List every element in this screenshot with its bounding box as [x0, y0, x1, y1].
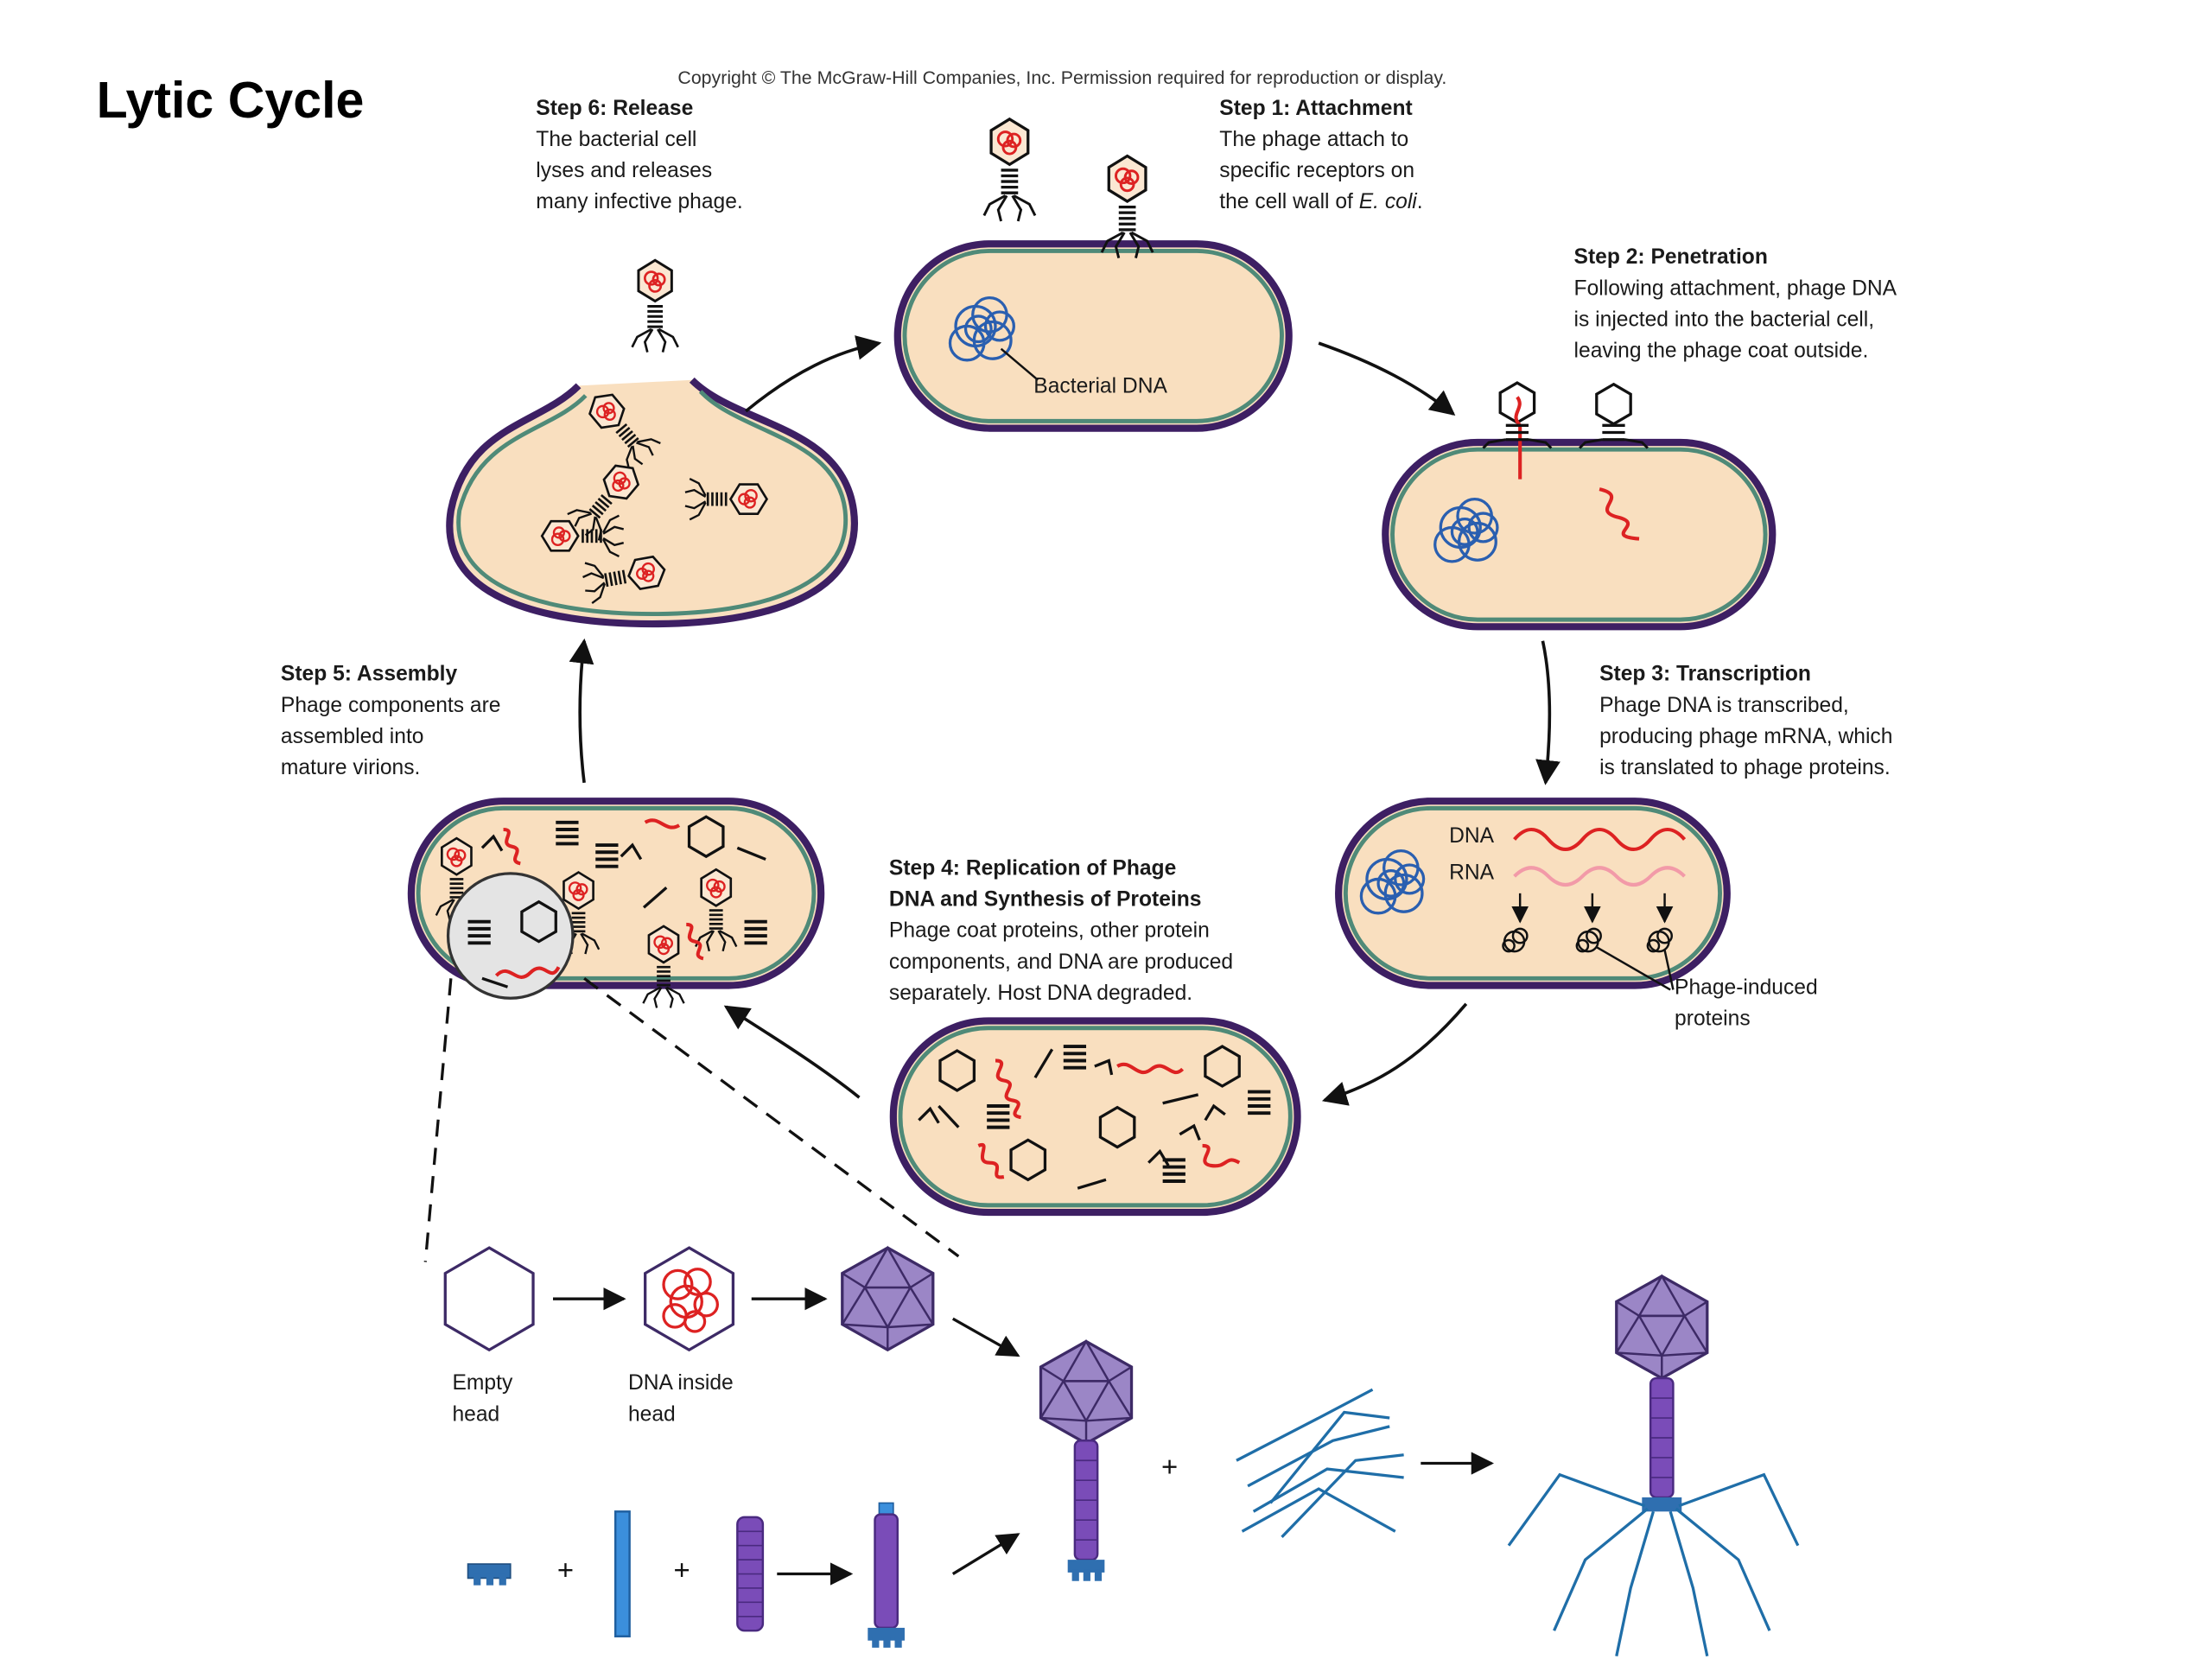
core-tube-part	[613, 1510, 631, 1637]
plus-sign: +	[673, 1555, 690, 1587]
plus-sign: +	[556, 1555, 575, 1587]
step-3-title: Step 3: Transcription	[1599, 662, 1811, 687]
step-5-line: assembled into	[280, 724, 424, 749]
step-5-line: Phage components are	[280, 693, 501, 718]
step-3-caption: Step 3: Transcription Phage DNA is trans…	[1599, 659, 1892, 784]
step-5-caption: Step 5: Assembly Phage components are as…	[281, 659, 501, 784]
step-1-line-last: the cell wall of E. coli.	[1219, 188, 1422, 219]
step-4-line: Phage coat proteins, other protein	[888, 918, 1210, 944]
step-6-caption: Step 6: Release The bacterial cell lyses…	[536, 93, 742, 218]
ecoli-term: E. coli	[1358, 189, 1417, 214]
step-1-line: The phage attach to	[1219, 127, 1409, 152]
step-1-line: the cell wall of	[1219, 189, 1359, 214]
phage-proteins-label-line: proteins	[1675, 1007, 1751, 1032]
cycle-arrows	[569, 335, 1560, 1106]
assembly-pathway	[443, 1246, 1800, 1657]
cell-attachment	[893, 118, 1293, 432]
empty-head-label-line: head	[452, 1402, 500, 1427]
sheath-part	[736, 1516, 765, 1632]
step-5-line: mature virions.	[280, 755, 421, 780]
copyright-notice: Copyright © The McGraw-Hill Companies, I…	[677, 67, 1447, 88]
step-2-line: Following attachment, phage DNA	[1573, 276, 1897, 301]
mature-capsid-icon	[841, 1246, 935, 1351]
step-4-title-line2: DNA and Synthesis of Proteins	[888, 887, 1202, 912]
rna-label: RNA	[1449, 861, 1495, 886]
complete-phage	[1507, 1274, 1800, 1657]
step-2-caption: Step 2: Penetration Following attachment…	[1574, 243, 1897, 367]
dna-head-label-line: head	[627, 1402, 676, 1427]
step-3-line: is translated to phage proteins.	[1599, 755, 1891, 780]
step-1-caption: Step 1: Attachment The phage attach to s…	[1219, 93, 1422, 218]
cell-penetration	[1382, 381, 1777, 631]
dna-head-label: DNA inside head	[628, 1369, 734, 1431]
dna-head-label-line: DNA inside	[627, 1370, 734, 1395]
step-2-title: Step 2: Penetration	[1573, 245, 1768, 270]
step-6-title: Step 6: Release	[536, 96, 694, 121]
step-6-line: many infective phage.	[536, 189, 743, 214]
phage-proteins-label-line: Phage-induced	[1675, 976, 1818, 1000]
baseplate-part	[467, 1563, 512, 1586]
dna-inside-head-shape	[644, 1246, 735, 1352]
step-3-line: producing phage mRNA, which	[1599, 724, 1893, 749]
step-4-line: separately. Host DNA degraded.	[888, 981, 1193, 1006]
step-4-line: components, and DNA are produced	[888, 950, 1234, 975]
empty-head-shape	[443, 1246, 535, 1352]
step-2-line: is injected into the bacterial cell,	[1573, 308, 1875, 333]
assembled-tail-part	[868, 1502, 905, 1648]
phage-proteins-label: Phage-induced proteins	[1675, 973, 1818, 1035]
head-tail-assembly	[1039, 1339, 1134, 1581]
dna-label: DNA	[1449, 823, 1495, 849]
zoom-leader-lines	[423, 976, 960, 1262]
step-3-line: Phage DNA is transcribed,	[1599, 693, 1849, 718]
phage-injecting	[1482, 381, 1553, 480]
step-1-period: .	[1416, 189, 1423, 214]
zoom-circle	[446, 872, 575, 1000]
step-2-line: leaving the phage coat outside.	[1573, 339, 1869, 364]
phage-empty-coat	[1579, 383, 1649, 449]
step-5-title: Step 5: Assembly	[280, 662, 458, 687]
phage-attaching-1	[982, 118, 1037, 223]
step-4-title: Step 4: Replication of Phage	[888, 856, 1177, 881]
cell-transcription	[1335, 798, 1731, 991]
empty-head-label: Empty head	[452, 1369, 512, 1431]
step-6-line: lyses and releases	[536, 158, 713, 183]
step-6-line: The bacterial cell	[536, 127, 697, 152]
cell-replication	[889, 1017, 1301, 1217]
cell-assembly	[407, 798, 825, 1009]
step-1-title: Step 1: Attachment	[1219, 96, 1413, 121]
plus-sign: +	[1161, 1452, 1179, 1484]
empty-head-label-line: Empty	[452, 1370, 513, 1395]
bacterial-dna-coil	[948, 296, 1015, 362]
bacterial-dna-label: Bacterial DNA	[1033, 374, 1167, 399]
cell-release	[446, 258, 859, 628]
step-4-caption: Step 4: Replication of Phage DNA and Syn…	[889, 854, 1233, 1010]
tail-fibers-part	[1236, 1388, 1404, 1539]
step-1-line: specific receptors on	[1219, 158, 1415, 183]
page-title: Lytic Cycle	[96, 71, 365, 130]
